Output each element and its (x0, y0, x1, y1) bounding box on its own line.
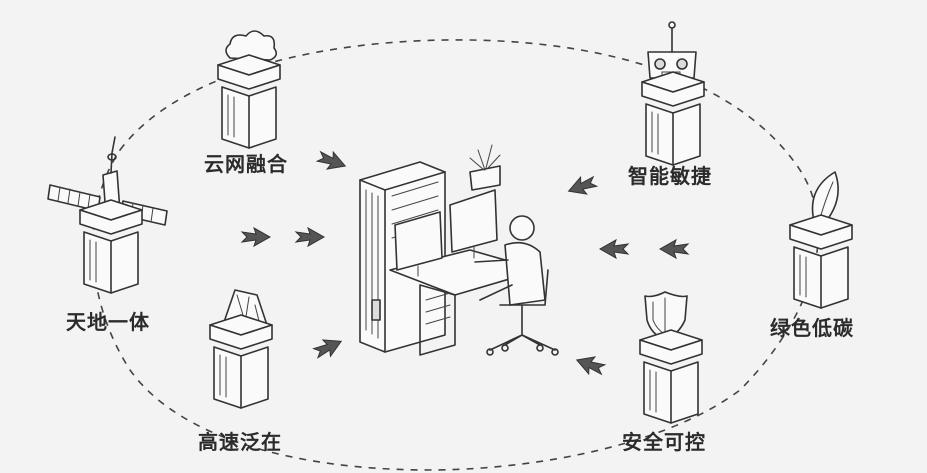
arrow-space-1 (241, 227, 271, 247)
arrow-smart (565, 172, 599, 201)
green-pedestal (789, 214, 853, 309)
space-pedestal (79, 199, 143, 294)
cloud-icon (225, 30, 278, 61)
label-secure-controllable: 安全可控 (622, 430, 706, 454)
cloud-pedestal (217, 54, 281, 149)
label-cloud-network: 云网融合 (204, 152, 288, 176)
arrow-space-2 (295, 227, 325, 247)
robot-icon (647, 21, 697, 79)
arrow-cloud (315, 147, 349, 175)
label-smart-agile: 智能敏捷 (628, 164, 712, 188)
label-green-low-carbon: 绿色低碳 (770, 316, 854, 340)
connection-loop (92, 39, 820, 471)
arrow-green-1 (659, 239, 689, 259)
arrow-secure (573, 351, 607, 379)
arrow-speed (311, 332, 346, 362)
speed-pedestal (209, 314, 273, 409)
secure-pedestal (639, 329, 703, 424)
arrow-green-2 (599, 239, 629, 259)
label-high-speed: 高速泛在 (198, 430, 282, 454)
datacenter-operator-icon (359, 144, 559, 356)
leaf-icon (811, 171, 839, 226)
label-space-ground: 天地一体 (66, 310, 150, 334)
smart-pedestal (641, 71, 705, 166)
